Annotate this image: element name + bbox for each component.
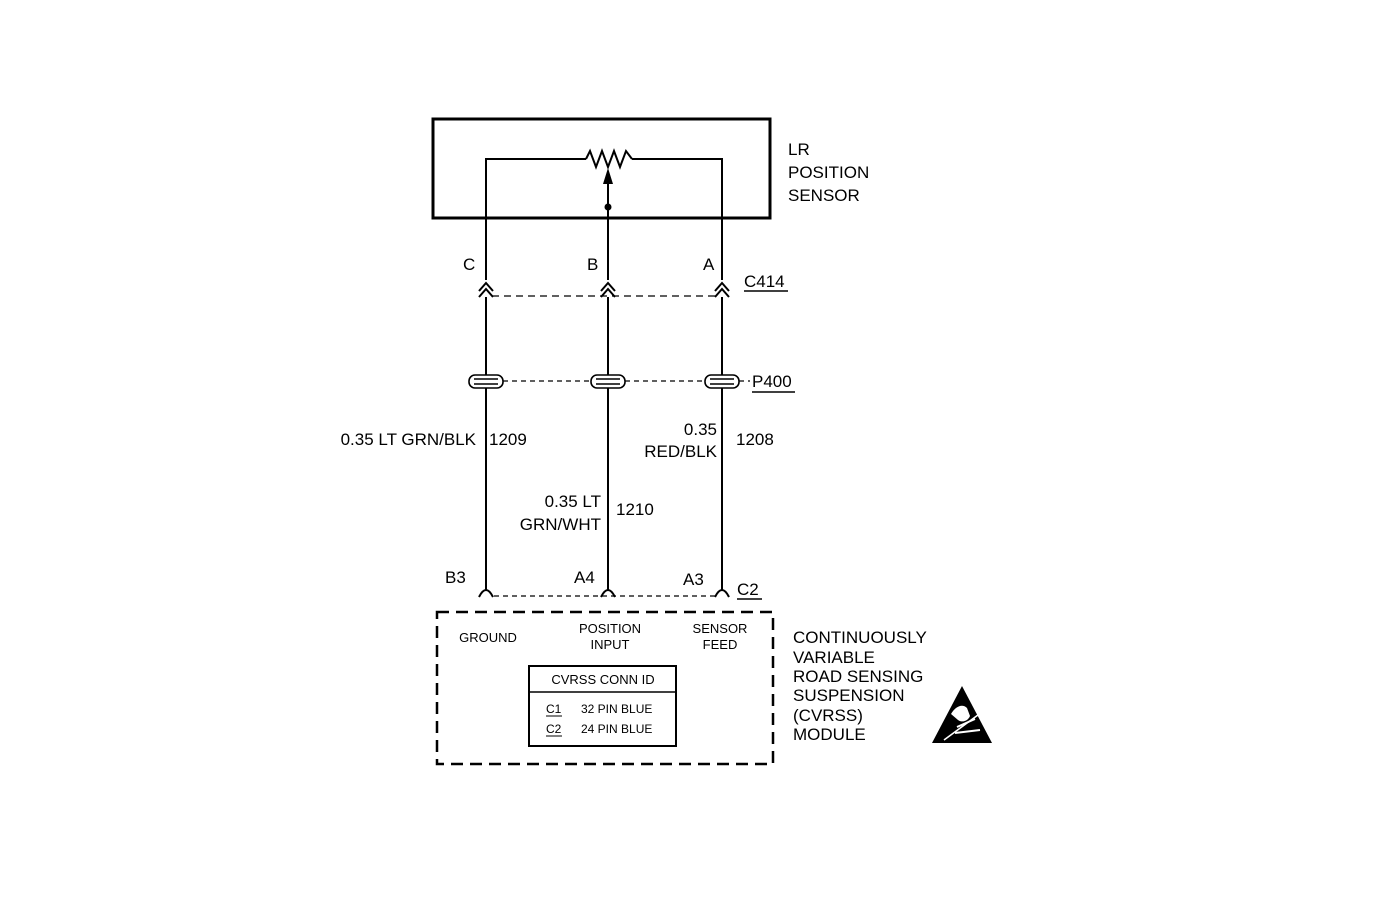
c2-terminal-a4-icon (600, 589, 616, 598)
wiper-arrow-icon (603, 168, 613, 184)
position-sensor: LR POSITION SENSOR (431, 117, 869, 280)
pin-function-position-input-line-2: INPUT (591, 637, 630, 652)
c414-terminal-a-icon (714, 281, 730, 298)
c414-pin-b-label: B (587, 255, 598, 274)
conn-id-row-2-desc: 24 PIN BLUE (581, 722, 652, 736)
c2-terminal-b3-icon (478, 589, 494, 598)
module-housing (435, 610, 775, 766)
conn-id-row-1-conn: C1 (546, 702, 562, 716)
esd-warning-icon (932, 686, 992, 743)
potentiometer-resistor-icon (585, 148, 633, 170)
module-name-line-6: MODULE (793, 725, 866, 744)
sensor-name-line-1: LR (788, 140, 810, 159)
wire-1210-circuit: 1210 (616, 500, 654, 519)
sensor-internal-wire-c (485, 158, 586, 280)
sensor-name-line-3: SENSOR (788, 186, 860, 205)
conn-id-table-frame (528, 665, 677, 747)
pin-function-position-input-line-1: POSITION (579, 621, 641, 636)
wire-1209-circuit: 1209 (489, 430, 527, 449)
c2-label: C2 (737, 580, 759, 599)
cvrss-module: GROUND POSITION INPUT SENSOR FEED CVRSS … (435, 610, 927, 766)
p400-grommet-c-icon (468, 374, 504, 389)
pin-function-ground: GROUND (459, 630, 517, 645)
c414-terminal-c-icon (478, 281, 494, 298)
module-name-line-5: (CVRSS) (793, 706, 863, 725)
module-name-line-2: VARIABLE (793, 648, 875, 667)
sensor-name-line-2: POSITION (788, 163, 869, 182)
c2-pin-b3-label: B3 (445, 568, 466, 587)
p400-grommet-b-icon (590, 374, 626, 389)
wire-1210-color-line-1: 0.35 LT (545, 492, 601, 511)
c2-pin-a3-label: A3 (683, 570, 704, 589)
c414-pin-c-label: C (463, 255, 475, 274)
pin-function-sensor-feed-line-2: FEED (703, 637, 738, 652)
wire-1209-color: 0.35 LT GRN/BLK (341, 430, 477, 449)
wire-1208-circuit: 1208 (736, 430, 774, 449)
p400-grommet-a-icon (704, 374, 740, 389)
wire-1208-color-line-2: RED/BLK (644, 442, 717, 461)
connector-c2: B3 A4 A3 C2 (445, 568, 762, 600)
wire-labels: 0.35 LT GRN/BLK 1209 0.35 LT GRN/WHT 121… (341, 420, 774, 534)
conn-id-row-1-desc: 32 PIN BLUE (581, 702, 652, 716)
c2-pin-a4-label: A4 (574, 568, 595, 587)
connector-c414: C B A C414 (463, 255, 788, 298)
module-name-line-4: SUSPENSION (793, 686, 904, 705)
c414-terminal-b-icon (600, 281, 616, 298)
p400-label: P400 (752, 372, 792, 391)
sensor-housing (431, 117, 772, 220)
c2-terminal-a3-icon (714, 589, 730, 598)
conn-id-table-title: CVRSS CONN ID (551, 672, 654, 687)
sensor-internal-wire-a (632, 158, 723, 280)
conn-id-table: CVRSS CONN ID C1 32 PIN BLUE C2 24 PIN B… (528, 665, 677, 747)
conn-id-row-2-conn: C2 (546, 722, 562, 736)
wire-1210-color-line-2: GRN/WHT (520, 515, 601, 534)
pin-function-sensor-feed-line-1: SENSOR (693, 621, 748, 636)
module-name-line-1: CONTINUOUSLY (793, 628, 927, 647)
c414-label: C414 (744, 272, 785, 291)
connector-p400: P400 (468, 372, 795, 393)
wire-1208-color-line-1: 0.35 (684, 420, 717, 439)
module-name-line-3: ROAD SENSING (793, 667, 923, 686)
c414-pin-a-label: A (703, 255, 715, 274)
